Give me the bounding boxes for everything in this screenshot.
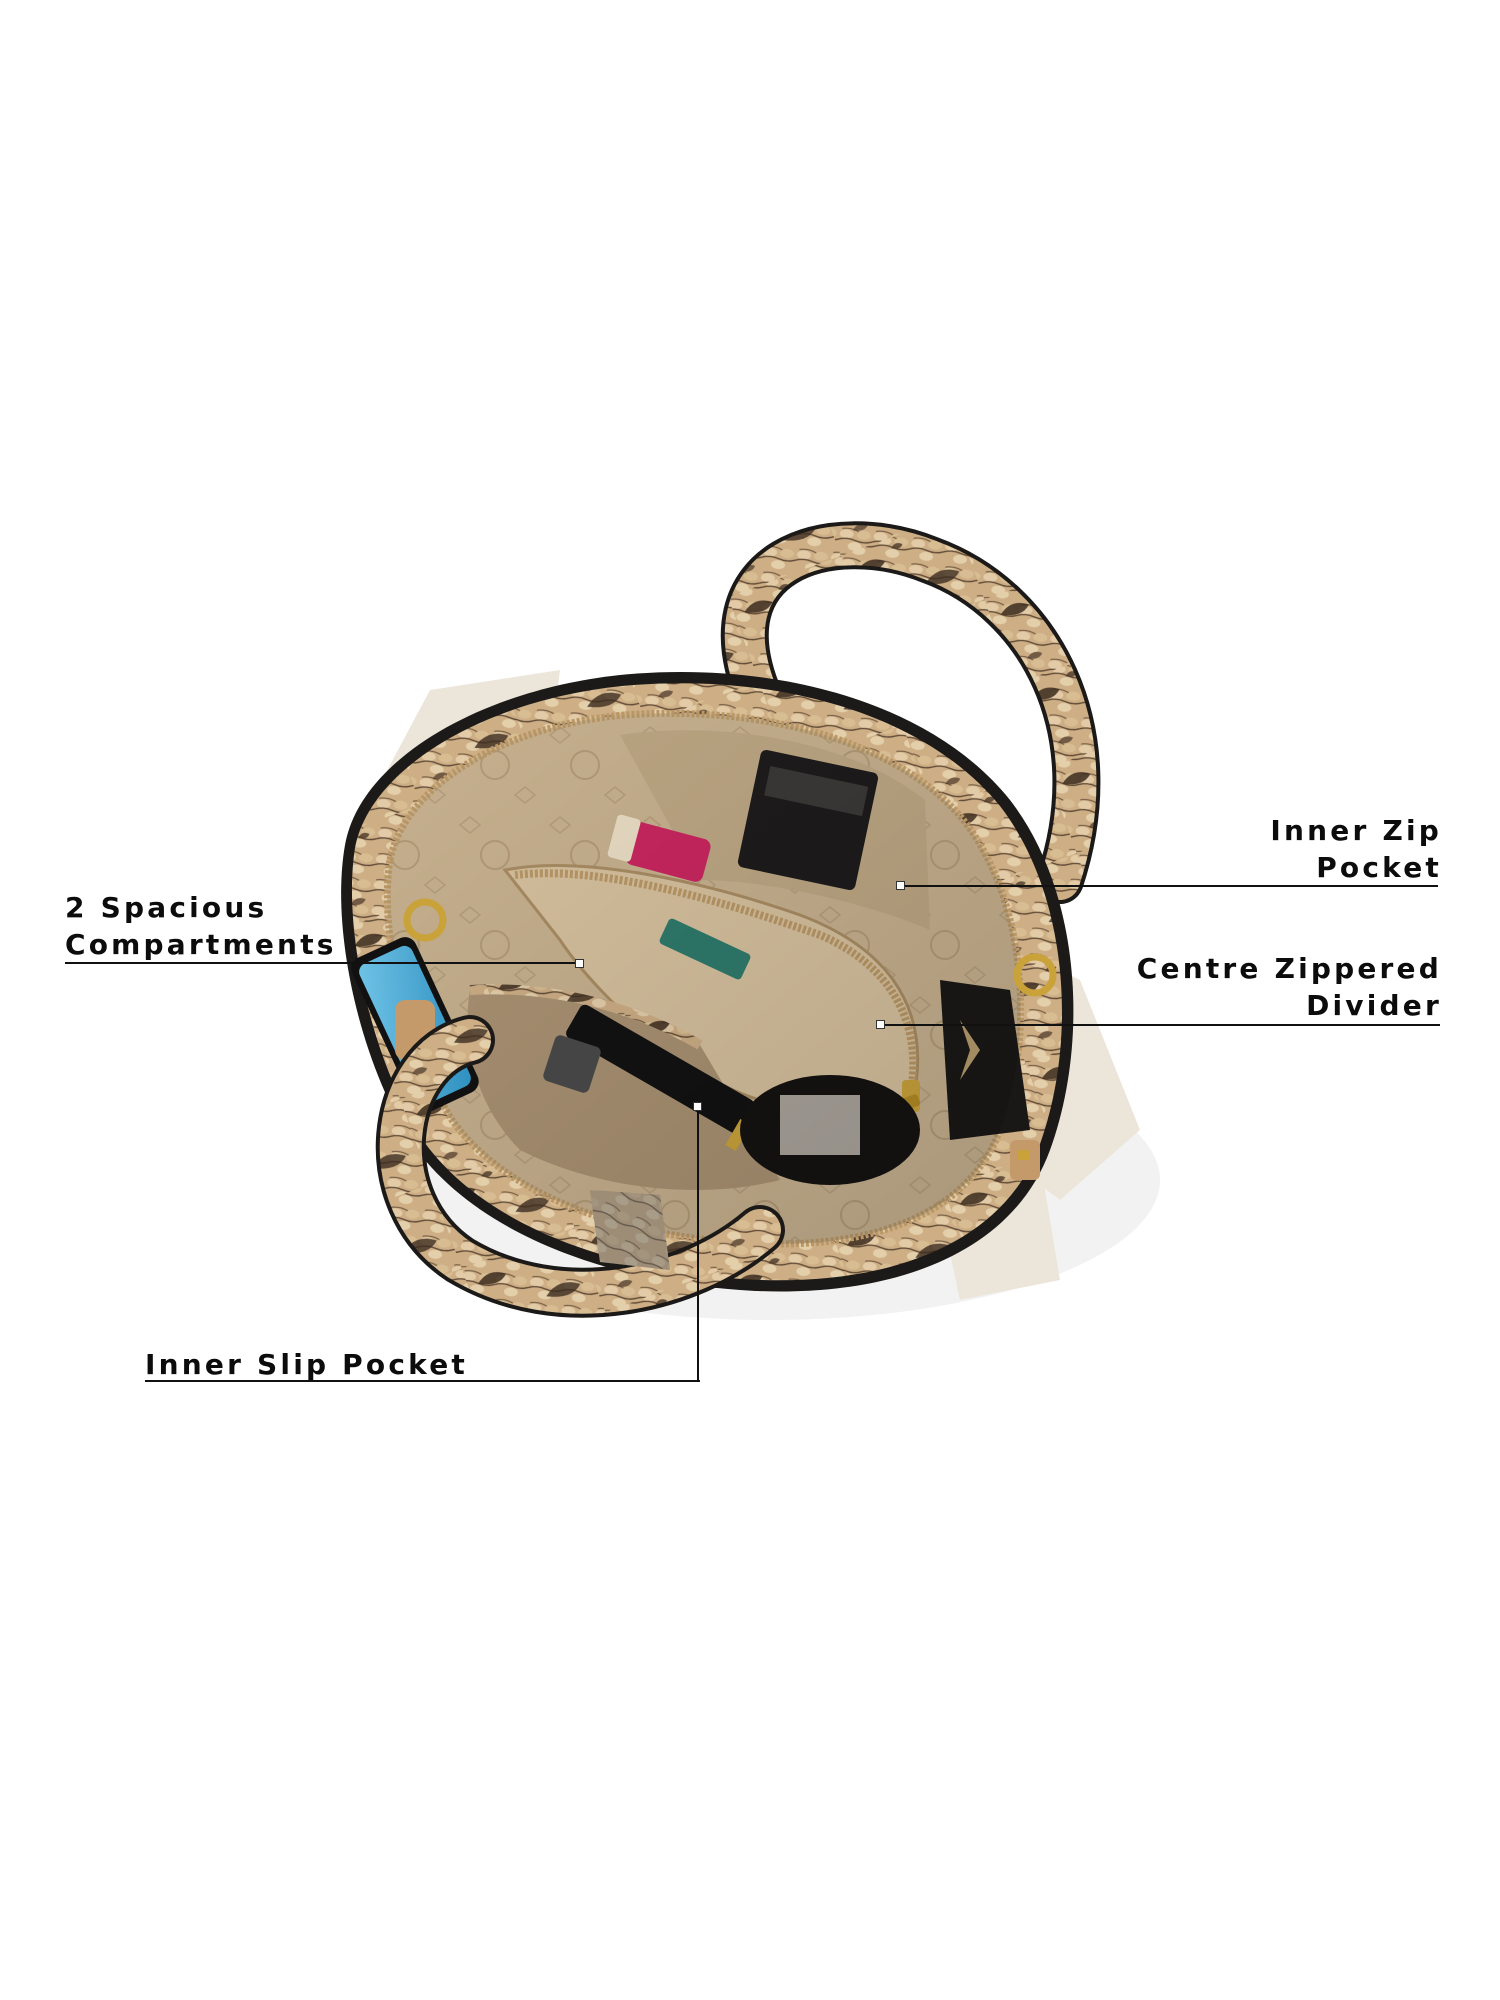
callout-inner-slip-pocket-marker bbox=[693, 1102, 702, 1111]
callout-inner-zip-pocket-label: Inner Zip Pocket bbox=[1270, 812, 1442, 886]
callout-inner-zip-pocket-leader-line bbox=[902, 885, 1438, 887]
callout-centre-divider-line-1: Centre Zippered bbox=[1136, 952, 1442, 985]
callout-centre-divider-marker bbox=[876, 1020, 885, 1029]
callout-inner-zip-pocket-line-1: Inner Zip bbox=[1270, 814, 1442, 847]
callout-inner-slip-pocket-leader-horizontal bbox=[145, 1380, 700, 1382]
callout-inner-slip-pocket-leader-vertical bbox=[697, 1106, 699, 1382]
callout-compartments-marker bbox=[575, 959, 584, 968]
callout-compartments-line-2: Compartments bbox=[65, 928, 337, 961]
callout-centre-divider-leader-line bbox=[882, 1024, 1440, 1026]
callout-inner-slip-pocket-label: Inner Slip Pocket bbox=[145, 1346, 468, 1383]
callout-inner-zip-pocket-marker bbox=[896, 881, 905, 890]
callout-compartments-label: 2 Spacious Compartments bbox=[65, 889, 337, 963]
callout-centre-divider-label: Centre Zippered Divider bbox=[1137, 950, 1442, 1024]
callout-inner-slip-pocket-line-1: Inner Slip Pocket bbox=[145, 1348, 468, 1381]
callout-inner-zip-pocket-line-2: Pocket bbox=[1316, 851, 1442, 884]
callout-centre-divider-line-2: Divider bbox=[1306, 989, 1442, 1022]
callout-compartments-line-1: 2 Spacious bbox=[65, 891, 268, 924]
callout-compartments-leader-line bbox=[65, 962, 579, 964]
